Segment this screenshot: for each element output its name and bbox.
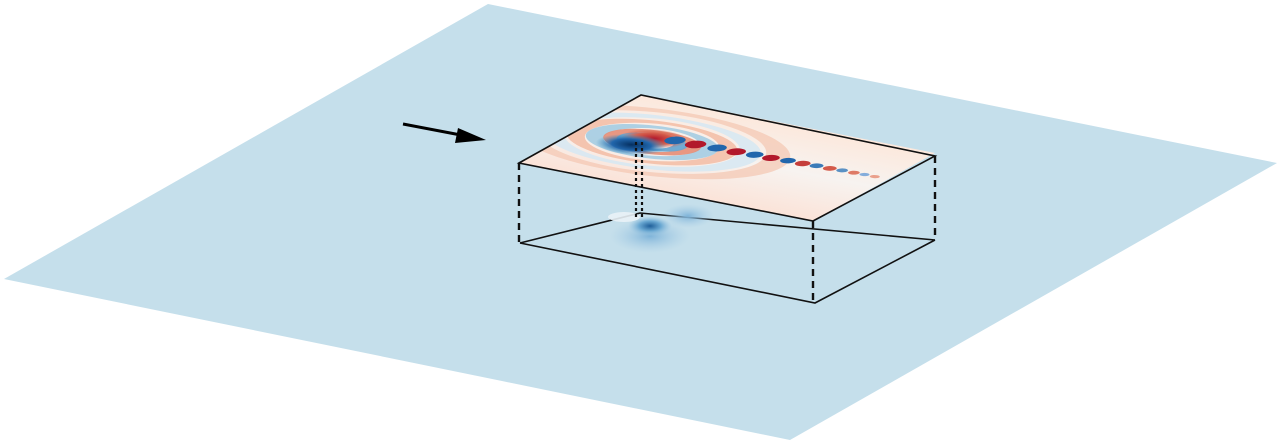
probe-column bbox=[634, 142, 644, 220]
wake-footprint bbox=[608, 204, 714, 253]
box-vertical-edges bbox=[517, 156, 937, 303]
wake-street bbox=[664, 136, 880, 179]
box-top-outline bbox=[516, 94, 938, 222]
box-top-face bbox=[519, 94, 936, 222]
negative-vortex bbox=[595, 134, 668, 156]
box-bottom-face bbox=[519, 212, 936, 304]
arrow-right-icon bbox=[402, 122, 486, 143]
